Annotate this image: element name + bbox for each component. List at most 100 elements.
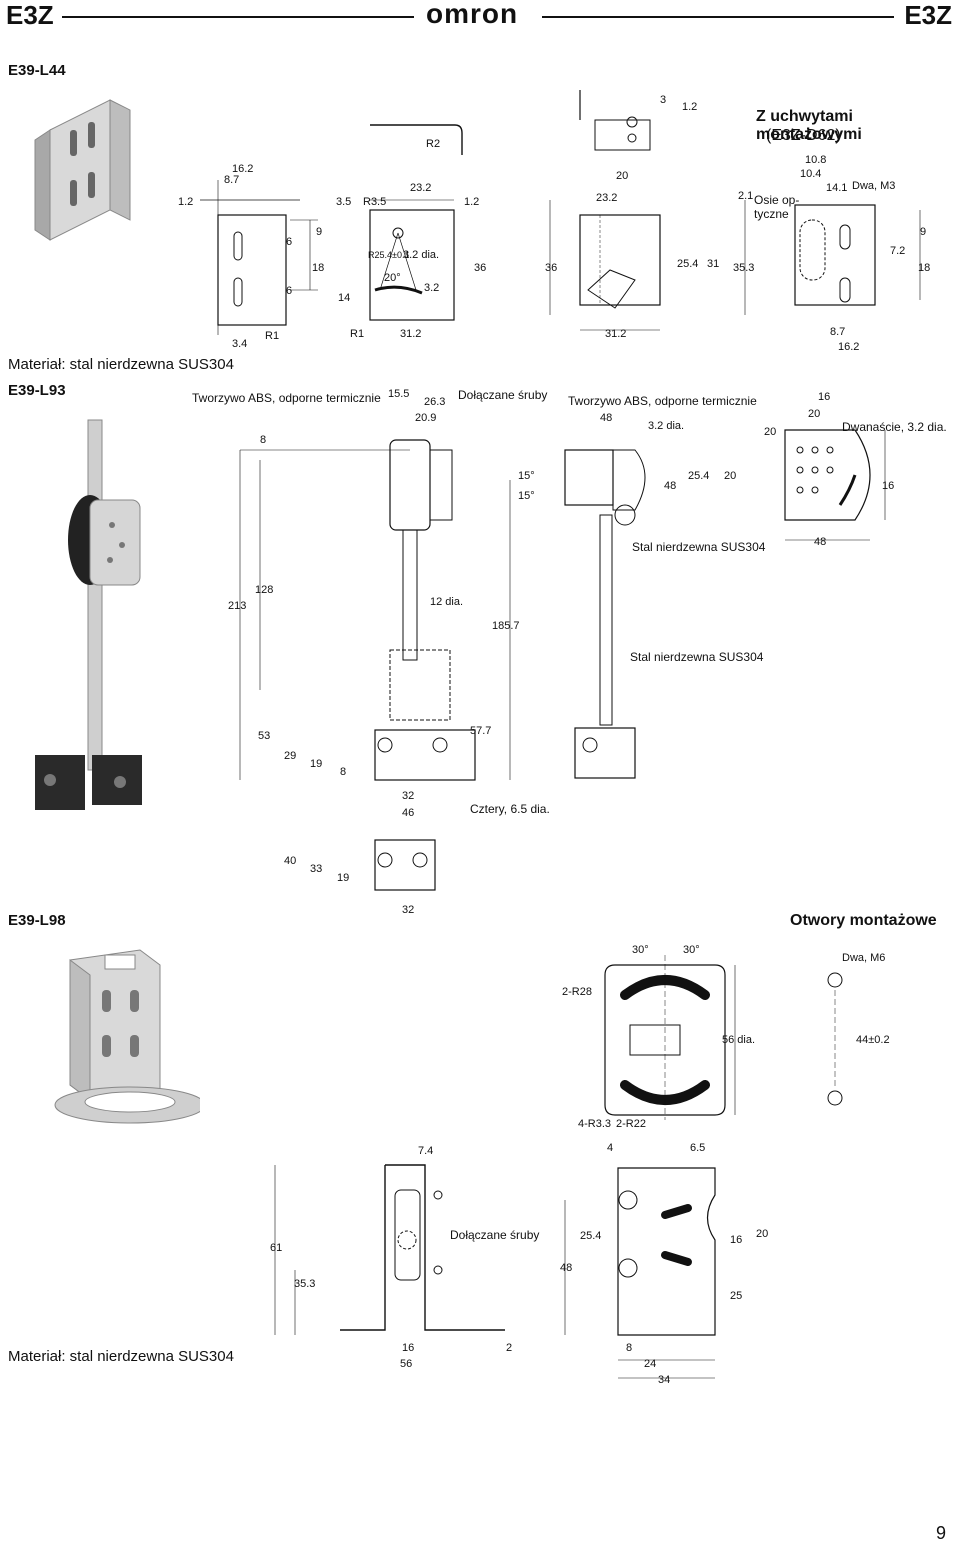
dim-label: 14.1 bbox=[826, 182, 848, 194]
dim-label: 8 bbox=[260, 434, 267, 446]
dim-label: 6 bbox=[286, 236, 293, 248]
dim-label: 44±0.2 bbox=[856, 1034, 890, 1046]
dim-label: 25.4 bbox=[688, 470, 710, 482]
mounting-holes-title: Otwory montażowe bbox=[790, 912, 937, 929]
dim-label: 35.3 bbox=[733, 262, 755, 274]
dim-label: 3.4 bbox=[232, 338, 248, 350]
dim-label: 57.7 bbox=[470, 725, 492, 737]
dim-label: 10.4 bbox=[800, 168, 822, 180]
twelve-holes-label: Dwanaście, 3.2 dia. bbox=[842, 420, 947, 434]
dim-label: R1 bbox=[350, 328, 365, 340]
dim-label: R2 bbox=[426, 138, 441, 150]
dim-label: 18 bbox=[312, 262, 325, 274]
dim-label: 9 bbox=[920, 226, 927, 238]
dim-label: 20 bbox=[724, 470, 737, 482]
dim-label: 20 bbox=[756, 1228, 769, 1240]
dim-label: 48 bbox=[664, 480, 677, 492]
dim-label: 32 bbox=[402, 790, 415, 802]
dim-label: 25.4 bbox=[580, 1230, 602, 1242]
dim-label: 30° bbox=[632, 944, 649, 956]
dim-label: 30° bbox=[683, 944, 700, 956]
l44-front-drawing bbox=[200, 180, 318, 335]
dim-label: 36 bbox=[474, 262, 487, 274]
dim-label: 1.2 bbox=[682, 101, 698, 113]
included-screws-label-l93: Dołączane śruby bbox=[458, 388, 548, 402]
dim-label: 35.3 bbox=[294, 1278, 316, 1290]
dim-label: 36 bbox=[545, 262, 558, 274]
dim-label: 8.7 bbox=[224, 174, 240, 186]
page-number: 9 bbox=[935, 1523, 946, 1543]
dim-label: 128 bbox=[255, 584, 274, 596]
dim-label: 185.7 bbox=[492, 620, 520, 632]
dim-label: 40 bbox=[284, 855, 297, 867]
dim-label: 46 bbox=[402, 807, 415, 819]
bracket-photo-l44 bbox=[34, 99, 131, 241]
screws-m3-label: Dwa, M3 bbox=[852, 180, 896, 192]
dim-label: 14 bbox=[338, 292, 351, 304]
dim-label: R1 bbox=[265, 330, 280, 342]
dim-label: 31.2 bbox=[605, 328, 627, 340]
m6-holes-drawing bbox=[827, 972, 843, 1106]
optical-axis-label-2: tyczne bbox=[754, 207, 789, 221]
hole-dia-label: 3.2 dia. bbox=[648, 420, 685, 432]
dim-label: 3.5 bbox=[336, 196, 352, 208]
l44-mounted-drawing bbox=[549, 90, 746, 331]
dim-label: 48 bbox=[600, 412, 613, 424]
dim-label: 2.1 bbox=[738, 190, 754, 202]
section-title-l98: E39-L98 bbox=[8, 912, 66, 929]
dim-label: 16 bbox=[882, 480, 895, 492]
header-rule-left bbox=[62, 16, 414, 18]
rod-dia-label: 12 dia. bbox=[430, 596, 464, 608]
dim-label: 25.4 bbox=[677, 258, 699, 270]
dim-label: 18 bbox=[918, 262, 931, 274]
l98-holes-drawing bbox=[604, 955, 736, 1120]
dim-label: 20 bbox=[808, 408, 821, 420]
steel-label-2: Stal nierdzewna SUS304 bbox=[630, 650, 764, 664]
l44-mount-holes-drawing bbox=[794, 204, 921, 306]
dim-label: 7.4 bbox=[418, 1145, 434, 1157]
brand-logo: omron bbox=[426, 0, 519, 29]
mount-title: Z uchwytami montażowymi bbox=[756, 108, 862, 143]
dim-label: 4-R3.3 bbox=[578, 1118, 612, 1130]
dim-label: 34 bbox=[658, 1374, 671, 1386]
four-holes-label: Cztery, 6.5 dia. bbox=[470, 802, 550, 816]
dim-label: 48 bbox=[560, 1262, 573, 1274]
l44-side-drawing bbox=[369, 124, 463, 321]
dim-label: 1.2 bbox=[178, 196, 194, 208]
l93-plate-drawing bbox=[784, 429, 886, 541]
included-screws-label-l98: Dołączane śruby bbox=[450, 1228, 540, 1242]
m6-screws-label: Dwa, M6 bbox=[842, 952, 886, 964]
dim-label: 20.9 bbox=[415, 412, 437, 424]
bracket-photo-l98 bbox=[54, 949, 200, 1124]
dim-label: 32 bbox=[402, 904, 415, 916]
dim-label: 26.3 bbox=[424, 396, 446, 408]
dim-label: 1.2 bbox=[464, 196, 480, 208]
dim-label: R25.4±0.1 bbox=[368, 250, 410, 260]
abs-label-1: Tworzywo ABS, odporne termicznie bbox=[192, 391, 381, 405]
dim-label: 19 bbox=[310, 758, 323, 770]
dim-label: 3 bbox=[660, 94, 667, 106]
dim-label: 7.2 bbox=[890, 245, 906, 257]
dim-label: 61 bbox=[270, 1242, 283, 1254]
dim-label: 53 bbox=[258, 730, 271, 742]
dim-label: 4 bbox=[607, 1142, 614, 1154]
dim-label: 15° bbox=[518, 490, 535, 502]
header-rule-right bbox=[542, 16, 894, 18]
dim-label: 56 bbox=[400, 1358, 413, 1370]
stand-photo-l93 bbox=[35, 419, 142, 810]
dim-label: 6.5 bbox=[690, 1142, 706, 1154]
dim-label: 23.2 bbox=[410, 182, 432, 194]
page-header: E3Z omron E3Z bbox=[0, 0, 960, 32]
dim-label: 3.2 dia. bbox=[403, 249, 440, 261]
dim-label: 23.2 bbox=[596, 192, 618, 204]
dim-label: 25 bbox=[730, 1290, 743, 1302]
dim-label: 16 bbox=[818, 391, 831, 403]
dim-label: 29 bbox=[284, 750, 297, 762]
dim-label: 2 bbox=[506, 1342, 513, 1354]
dim-label: 20 bbox=[616, 170, 629, 182]
dim-label: 16 bbox=[402, 1342, 415, 1354]
dim-label: 16.2 bbox=[232, 163, 254, 175]
dim-label: 9 bbox=[316, 226, 323, 238]
dim-label: 24 bbox=[644, 1358, 657, 1370]
dim-label: 213 bbox=[228, 600, 247, 612]
